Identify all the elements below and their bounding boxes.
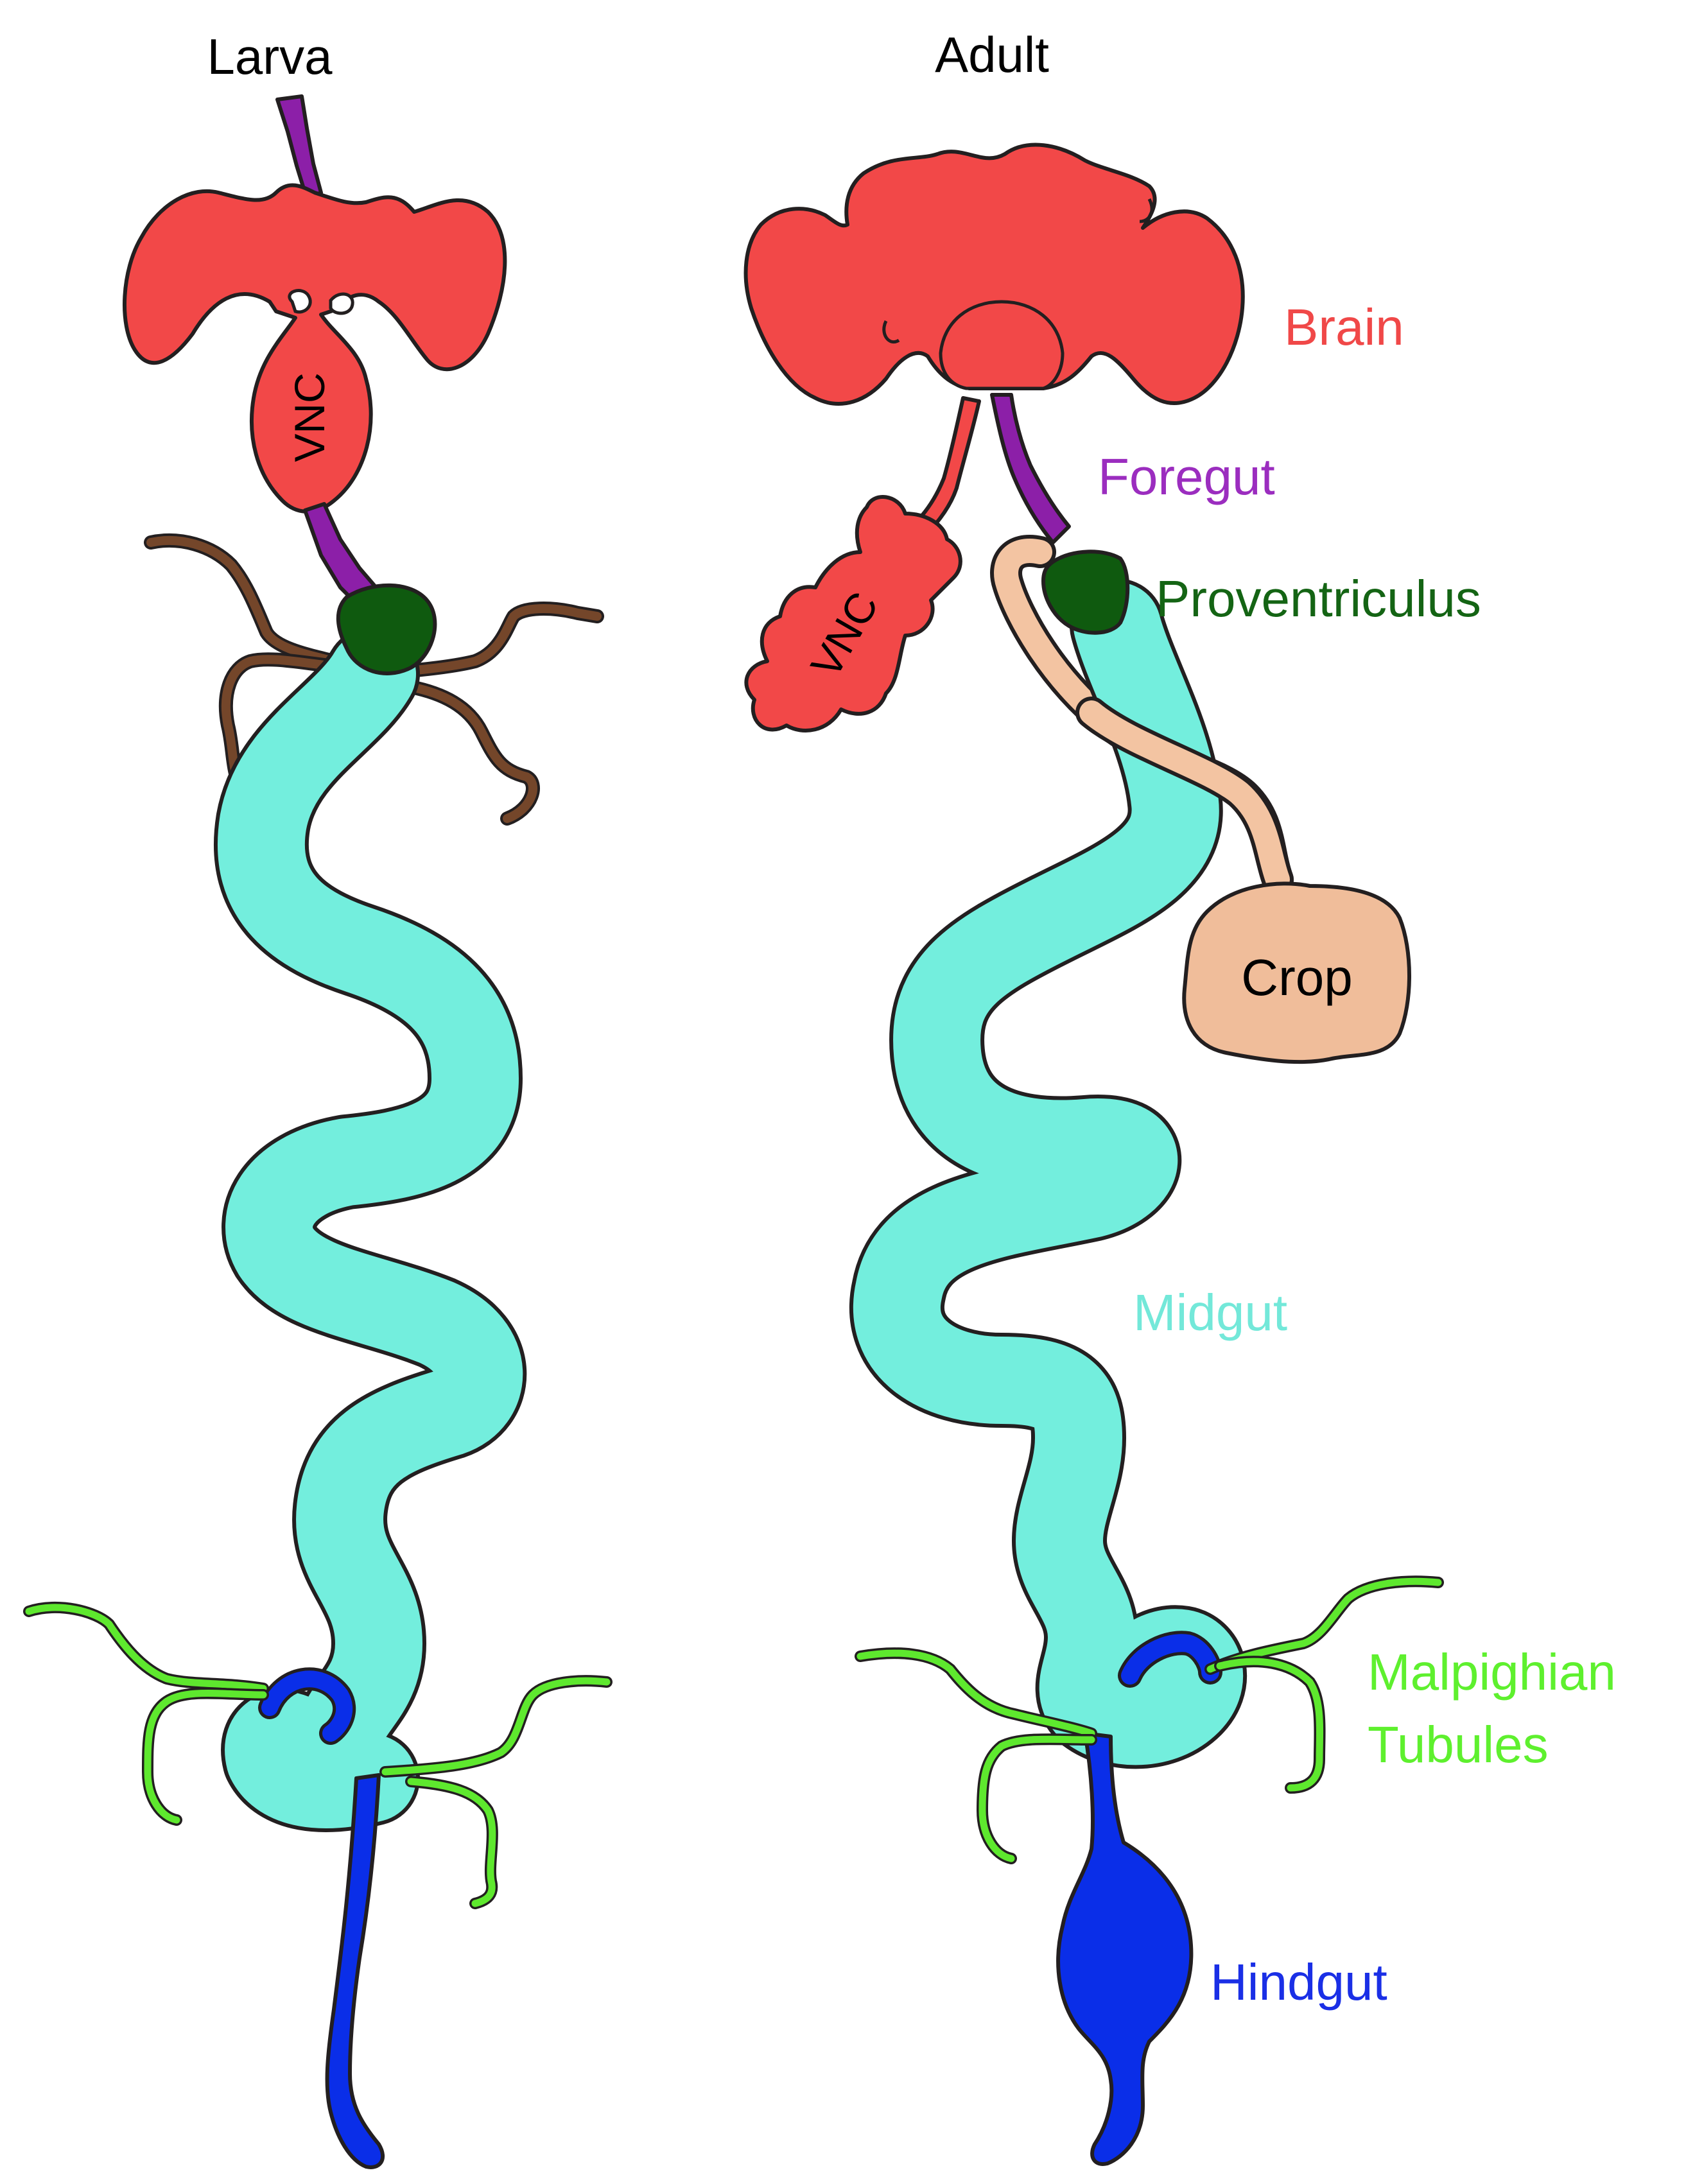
adult-tubule-left-lower-fill bbox=[978, 1735, 1095, 1862]
adult-brain-notch-right bbox=[1139, 198, 1154, 223]
proventriculus-label: Proventriculus bbox=[1156, 570, 1481, 627]
adult-vnc bbox=[744, 495, 962, 732]
trachea-right-lower bbox=[404, 680, 540, 826]
larva-tubule-right-lower-fill bbox=[407, 1778, 496, 1907]
larva-brain-gap-right bbox=[329, 292, 354, 315]
adult-brain bbox=[743, 143, 1245, 406]
larva-title: Larva bbox=[207, 28, 333, 85]
adult-malpighian-tubules bbox=[855, 1575, 1444, 1864]
larva-hindgut-loop-fill bbox=[261, 1670, 353, 1742]
larva-tracheae bbox=[144, 533, 604, 826]
larva-tubule-left-lower-fill bbox=[144, 1690, 267, 1824]
larva-tubule-left-upper-fill bbox=[25, 1604, 267, 1692]
malpighian-label-line2: Tubules bbox=[1368, 1716, 1549, 1773]
adult-tubule-right-upper-fill bbox=[1206, 1577, 1442, 1673]
larva-tubule-right-upper-fill bbox=[381, 1677, 611, 1776]
larva-vnc-label: VNC bbox=[286, 372, 333, 462]
larva-midgut bbox=[213, 627, 527, 1832]
larva-hindgut bbox=[325, 1773, 385, 2169]
adult-midgut-fill bbox=[853, 582, 1243, 1765]
hindgut-label: Hindgut bbox=[1210, 1954, 1387, 2011]
trachea-right-upper-fill bbox=[368, 604, 602, 679]
trachea-left-lower-fill bbox=[222, 655, 364, 794]
midgut-label: Midgut bbox=[1133, 1284, 1287, 1341]
larva-tubule-left-upper bbox=[23, 1601, 269, 1694]
brain-label: Brain bbox=[1284, 299, 1404, 356]
adult-gut bbox=[743, 143, 1444, 2166]
adult-brain-notch-left bbox=[882, 320, 900, 344]
foregut-label: Foregut bbox=[1098, 448, 1275, 505]
adult-crop bbox=[1182, 881, 1411, 1064]
crop-label: Crop bbox=[1241, 949, 1352, 1006]
adult-tubule-right-lower-fill bbox=[1216, 1658, 1324, 1792]
larva-proventriculus bbox=[336, 583, 437, 675]
trachea-right-lower-fill bbox=[406, 682, 537, 823]
larva-brain-gap bbox=[288, 289, 312, 314]
adult-foregut bbox=[990, 393, 1071, 544]
adult-proventriculus bbox=[1041, 550, 1130, 635]
larva-foregut-top bbox=[275, 94, 323, 201]
larva-gut bbox=[23, 94, 613, 2169]
malpighian-label-line1: Malpighian bbox=[1368, 1643, 1616, 1701]
adult-brain-center bbox=[939, 300, 1065, 390]
larva-malpighian-tubules bbox=[23, 1601, 613, 1909]
larva-midgut-fill bbox=[217, 630, 523, 1828]
adult-midgut bbox=[849, 578, 1247, 1769]
adult-hindgut bbox=[1056, 1731, 1194, 2166]
adult-hindgut-loop-fill bbox=[1121, 1634, 1219, 1685]
trachea-left-upper-fill bbox=[146, 536, 364, 672]
adult-tubule-left-upper-fill bbox=[856, 1649, 1095, 1737]
adult-tubule-left-lower bbox=[976, 1733, 1097, 1864]
adult-crop-duct-over-fill bbox=[1079, 700, 1290, 892]
adult-title: Adult bbox=[935, 26, 1049, 83]
